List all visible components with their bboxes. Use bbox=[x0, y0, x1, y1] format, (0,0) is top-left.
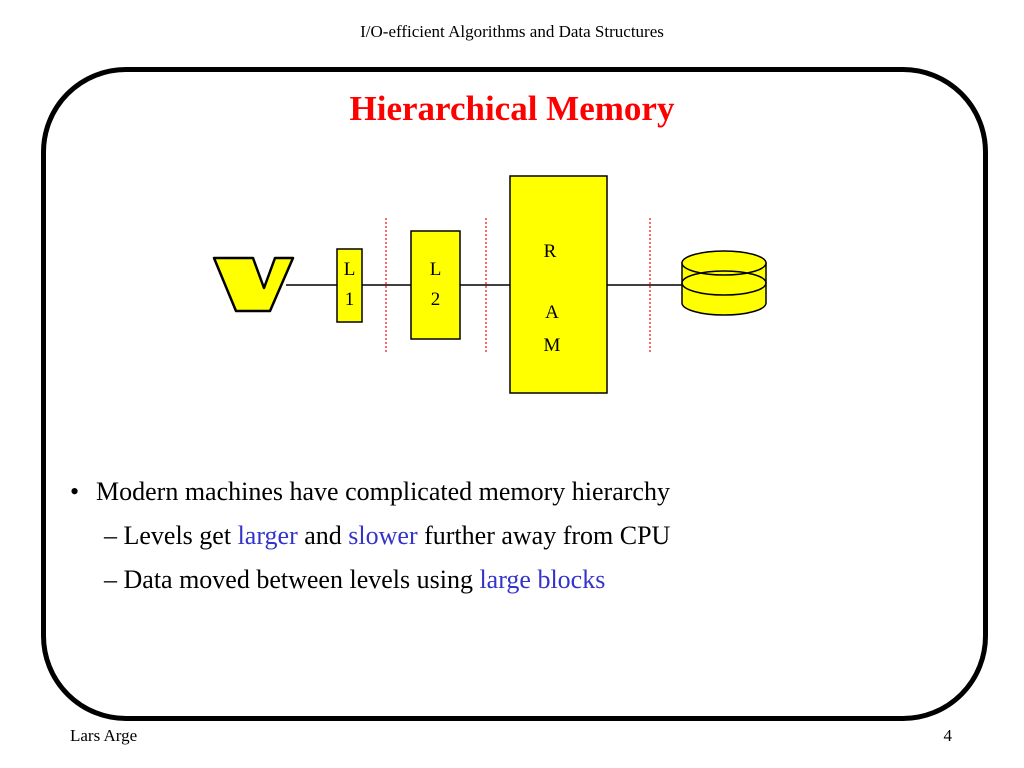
sub1-mid: and bbox=[297, 521, 349, 550]
course-header: I/O-efficient Algorithms and Data Struct… bbox=[360, 22, 664, 41]
bullet-main: • Modern machines have complicated memor… bbox=[70, 470, 670, 514]
ram-label-line3: M bbox=[544, 335, 561, 356]
bullet-list: • Modern machines have complicated memor… bbox=[70, 470, 670, 602]
sub-marker: – bbox=[104, 565, 117, 594]
cpu-v-icon bbox=[212, 256, 295, 313]
highlight-larger: larger bbox=[237, 521, 298, 550]
highlight-large-blocks: large blocks bbox=[479, 565, 606, 594]
page-number: 4 bbox=[943, 726, 953, 745]
l1-label-line2: 1 bbox=[345, 289, 355, 310]
footer-author: Lars Arge bbox=[70, 726, 138, 745]
l1-cache-box bbox=[336, 248, 363, 323]
disk-icon bbox=[681, 250, 767, 316]
l2-cache-box bbox=[410, 230, 461, 340]
ram-label-line2: A bbox=[545, 302, 559, 323]
l2-label-line1: L bbox=[430, 259, 442, 280]
ram-label-line1: R bbox=[544, 241, 557, 262]
l1-label-line1: L bbox=[344, 259, 356, 280]
sub1-post: further away from CPU bbox=[417, 521, 671, 550]
highlight-slower: slower bbox=[348, 521, 418, 550]
bullet-sub-2: – Data moved between levels using large … bbox=[70, 558, 670, 602]
bullet-main-text: Modern machines have complicated memory … bbox=[96, 477, 670, 506]
sub1-pre: Levels get bbox=[123, 521, 238, 550]
slide-frame bbox=[41, 67, 988, 721]
l2-label-line2: 2 bbox=[431, 289, 441, 310]
sub-marker: – bbox=[104, 521, 117, 550]
bullet-marker: • bbox=[70, 477, 80, 506]
ram-box bbox=[509, 175, 608, 394]
slide-title: Hierarchical Memory bbox=[349, 89, 675, 128]
sub2-pre: Data moved between levels using bbox=[123, 565, 480, 594]
bullet-sub-1: – Levels get larger and slower further a… bbox=[70, 514, 670, 558]
